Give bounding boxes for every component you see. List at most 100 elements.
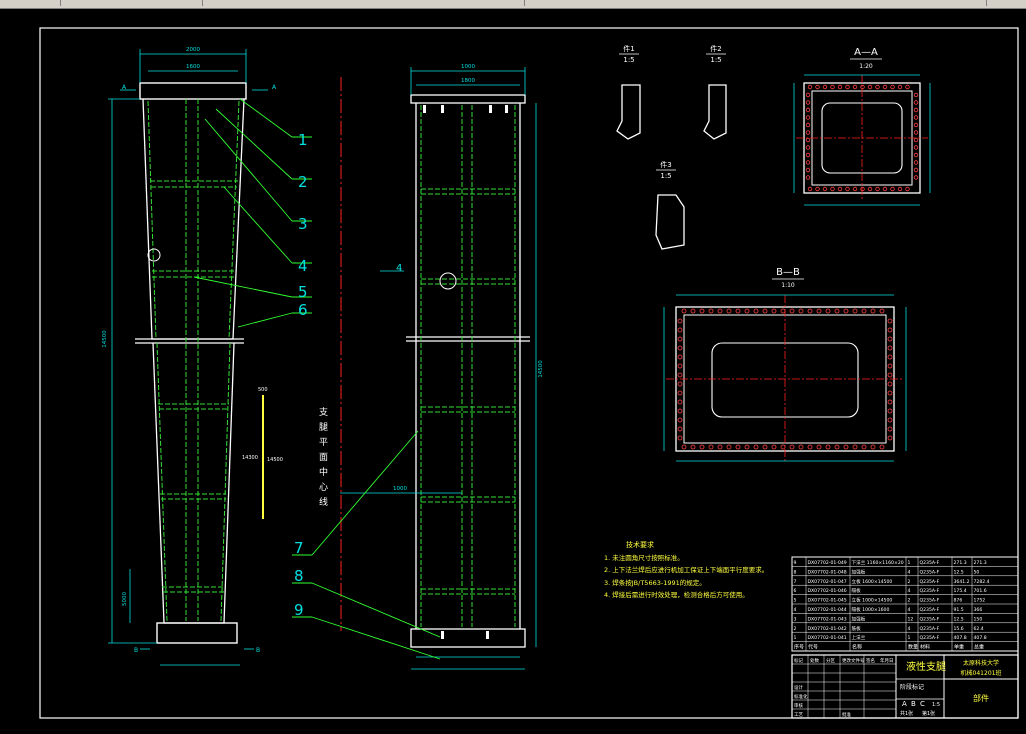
bolt-hole: [753, 444, 759, 450]
bolt-hole: [717, 308, 723, 314]
bom-cell: Q235A-F: [920, 626, 940, 632]
bottom-flange[interactable]: [156, 622, 238, 644]
bolt-hole: [913, 145, 919, 150]
bolt-hole: [887, 390, 893, 396]
bolt-hole: [771, 308, 777, 314]
bom-cell: 7: [794, 579, 797, 585]
bolt-hole: [887, 345, 893, 351]
bolt-hole: [875, 84, 880, 90]
bolt-hole: [805, 160, 811, 165]
bom-cell: 12.5: [954, 616, 964, 622]
bolt-hole: [780, 308, 786, 314]
bom-cell: 下法兰 1160×1160×20: [852, 559, 904, 566]
bom-cell: 12.5: [954, 569, 964, 575]
drawing-canvas[interactable]: 2000 1600 14500 5000 A A B B 1 2 3 4 5 6…: [0, 9, 1026, 730]
bom-header: 序号: [794, 644, 804, 651]
bom-cell: 1752: [974, 598, 986, 604]
bolt-hole: [887, 372, 893, 378]
svg-text:分区: 分区: [826, 657, 835, 664]
bom-header: 数量: [908, 644, 918, 651]
bolt-hole: [805, 107, 811, 113]
part-balloon[interactable]: 2: [298, 173, 308, 191]
toolbar-segment[interactable]: [526, 0, 987, 6]
leader-lines-left: [193, 98, 312, 328]
stage-mark: B: [911, 700, 916, 708]
bolt-hole: [905, 84, 910, 90]
tech-notes-title: 技术要求: [626, 540, 654, 549]
bolt-hole: [805, 130, 811, 135]
tech-note-line: 3. 焊条按JB/T5663-1991的规定。: [604, 578, 706, 587]
part-balloon[interactable]: 3: [298, 215, 308, 233]
part-balloon[interactable]: 6: [298, 301, 308, 319]
bolt-hole: [913, 122, 919, 128]
bolt-hole: [897, 186, 903, 192]
svg-text:签名: 签名: [866, 657, 875, 664]
bolt-hole: [805, 145, 811, 150]
bolt-hole: [735, 308, 741, 314]
toolbar-segment[interactable]: [0, 0, 61, 6]
bom-cell: DX07702-01-048: [808, 569, 847, 575]
bolt-hole: [815, 186, 820, 192]
bolt-hole: [897, 84, 903, 90]
middle-elevation-view[interactable]: 1000 1800 14500 1000 4: [340, 64, 544, 670]
title-block: 液性支腿 太原科技大学 机械041201班 部件 阶段标记 A B C 1:5 …: [791, 654, 1019, 719]
bolt-hole: [887, 336, 893, 342]
bom-cell: Q235A-F: [920, 588, 940, 594]
bom-cell: 3: [794, 616, 797, 622]
part-balloon[interactable]: 1: [298, 131, 308, 149]
bolt-hole: [870, 444, 876, 450]
svg-text:审核: 审核: [794, 702, 803, 709]
bom-cell: Q235A-F: [920, 569, 940, 575]
bolt-hole: [726, 444, 732, 450]
bolt-hole: [887, 435, 893, 441]
top-flange[interactable]: [139, 82, 247, 100]
bolt-hole: [852, 308, 858, 314]
bolt-hole: [798, 444, 804, 450]
detail-part-2[interactable]: 件2 1:5: [703, 44, 727, 140]
stage-mark: C: [920, 700, 925, 708]
bolt-hole: [677, 336, 683, 342]
part-balloon[interactable]: 8: [294, 567, 304, 585]
dim-text: 1800: [461, 78, 475, 84]
toolbar-segment[interactable]: [204, 0, 525, 6]
bom-cell: 407.8: [954, 635, 967, 641]
bolt-hole: [875, 186, 880, 192]
bolt-hole: [677, 408, 683, 414]
bom-cell: 1: [908, 560, 911, 566]
bottom-flange-middle[interactable]: [410, 628, 526, 648]
detail-part-1[interactable]: 件1 1:5: [616, 44, 641, 140]
bolt-hole: [805, 167, 811, 173]
part-balloon[interactable]: 4: [396, 263, 402, 274]
svg-text:1:5: 1:5: [710, 56, 721, 64]
dim-text: 14500: [538, 360, 544, 378]
bolt-hole: [830, 84, 835, 90]
detail-part-3[interactable]: 件3 1:5: [655, 160, 685, 250]
section-mark-b: B: [256, 647, 260, 654]
bom-cell: 立板 1000×14500: [852, 597, 893, 604]
section-b-b[interactable]: B—B 1:10: [663, 267, 907, 462]
section-a-a[interactable]: A—A 1:20: [793, 47, 931, 206]
part-balloon[interactable]: 5: [298, 283, 308, 301]
bolt-hole: [744, 308, 750, 314]
bom-cell: 7282.4: [974, 579, 990, 585]
part-balloon[interactable]: 9: [294, 601, 304, 619]
bolt-hole: [861, 308, 867, 314]
bom-header: 名称: [852, 644, 862, 651]
bolt-hole: [845, 84, 850, 90]
bolt-hole: [852, 84, 858, 90]
centerline-label: 支腿平面中心线: [317, 406, 328, 512]
bolt-hole: [825, 308, 831, 314]
svg-text:1:5: 1:5: [623, 56, 634, 64]
bolt-hole: [677, 363, 683, 369]
bom-cell: DX07702-01-047: [808, 579, 847, 585]
left-elevation-view[interactable]: 2000 1600 14500 5000 A A B B: [102, 47, 277, 666]
bom-cell: 3641.2: [954, 579, 970, 585]
bolt-hole: [879, 444, 885, 450]
svg-text:件2: 件2: [710, 44, 721, 53]
svg-text:阶段标记: 阶段标记: [900, 683, 924, 691]
toolbar-segment[interactable]: [62, 0, 203, 6]
part-balloon[interactable]: 4: [298, 257, 308, 275]
bom-cell: 6: [794, 588, 797, 594]
part-balloon[interactable]: 7: [294, 539, 304, 557]
